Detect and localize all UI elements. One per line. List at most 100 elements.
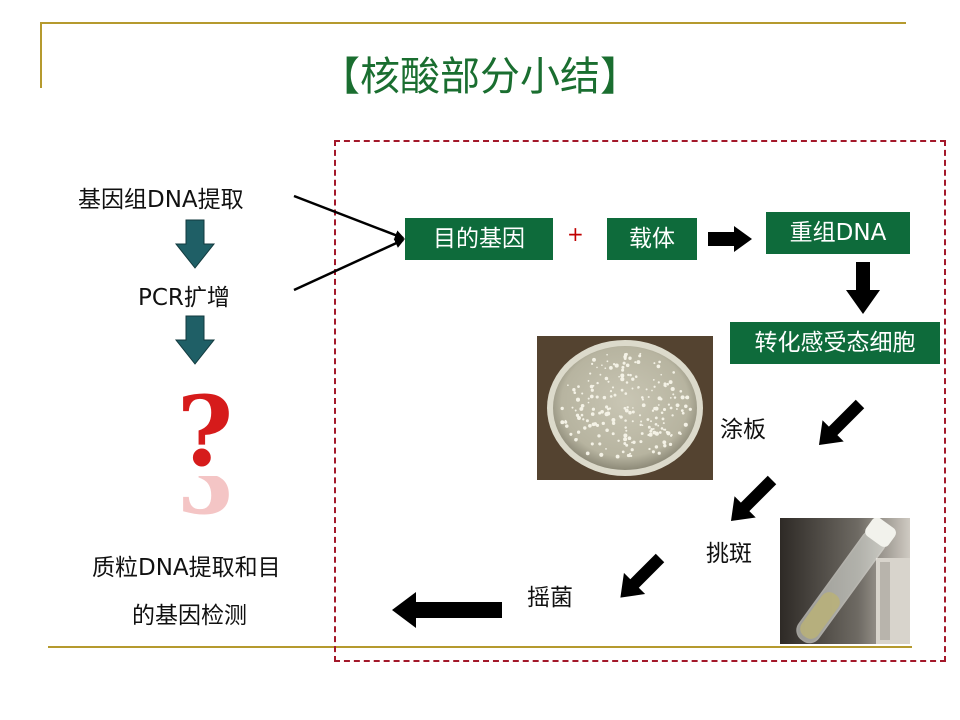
colony-dot — [622, 361, 626, 365]
arrow-genomic-to-target — [293, 194, 405, 240]
colony-dot — [628, 437, 632, 440]
colony-dot — [564, 419, 567, 422]
colony-dot — [595, 423, 600, 427]
colony-dot — [638, 414, 642, 417]
colony-dot — [685, 396, 688, 399]
recombinant-dna-box: 重组DNA — [766, 212, 910, 254]
colony-dot — [646, 418, 650, 421]
colony-dot — [639, 352, 642, 355]
colony-dot — [577, 416, 581, 420]
colony-dot — [652, 430, 657, 435]
colony-dot — [580, 413, 584, 417]
colony-dot — [625, 363, 630, 368]
colony-dot — [668, 442, 673, 447]
colony-dot — [669, 434, 673, 437]
colony-dot — [624, 408, 629, 413]
colony-dot — [576, 430, 581, 434]
colony-dot — [615, 454, 620, 459]
colony-dot — [587, 401, 590, 404]
colony-dot — [611, 432, 615, 436]
colony-dot — [658, 431, 662, 434]
colony-dot — [664, 384, 667, 388]
colony-dot — [592, 384, 595, 387]
colony-dot — [679, 389, 683, 393]
colony-dot — [647, 425, 651, 429]
colony-dot — [609, 366, 613, 370]
colony-dot — [628, 410, 632, 415]
colony-dot — [629, 452, 632, 455]
colony-dot — [654, 422, 658, 426]
colony-dot — [572, 388, 576, 392]
arrow-pcr-to-target — [293, 238, 405, 292]
colony-dot — [583, 426, 587, 430]
colony-dot — [602, 395, 607, 400]
colony-dot — [620, 373, 625, 378]
colony-dot — [627, 373, 630, 377]
colony-dot — [585, 419, 589, 423]
colony-dot — [595, 395, 599, 399]
colony-dot — [571, 406, 574, 409]
colony-dot — [632, 440, 636, 444]
colony-dot — [663, 382, 667, 386]
colony-dot — [629, 454, 633, 458]
colony-dot — [657, 381, 660, 384]
colony-dot — [631, 441, 633, 444]
colony-dot — [575, 413, 580, 417]
colony-dot — [588, 423, 592, 428]
colony-dot — [620, 377, 625, 382]
colony-dot — [624, 426, 627, 429]
shaking-label: 摇菌 — [527, 585, 573, 611]
colony-dot — [596, 381, 599, 385]
colony-dot — [605, 405, 609, 409]
colony-dot — [634, 375, 638, 378]
colony-dot — [656, 364, 661, 369]
colony-dot — [630, 448, 634, 452]
colony-dot — [607, 380, 610, 383]
colony-dot — [683, 422, 688, 427]
colony-dot — [653, 362, 656, 365]
colony-dot — [679, 432, 682, 436]
colony-dot — [673, 396, 677, 399]
colony-dot — [654, 406, 659, 411]
colony-dot — [605, 448, 607, 450]
colony-dot — [585, 451, 590, 456]
plasmid-extraction-label-line2: 的基因检测 — [132, 603, 247, 629]
colony-dot — [577, 385, 580, 388]
colony-dot — [560, 420, 565, 425]
arrow-picking-to-shaking — [620, 553, 665, 598]
colony-dot — [663, 444, 667, 448]
colony-dot — [600, 409, 604, 414]
colony-dot — [589, 394, 594, 399]
colony-dot — [620, 388, 624, 392]
colony-dot — [604, 376, 609, 381]
colony-dot — [580, 403, 585, 408]
colony-dot — [589, 372, 592, 375]
colony-dot — [596, 366, 598, 369]
colony-dot — [631, 387, 634, 390]
colony-dot — [657, 424, 660, 427]
colony-dot — [663, 428, 667, 431]
colony-dot — [591, 422, 596, 427]
colony-dot — [625, 443, 629, 447]
arrow-recombinant-to-transform — [846, 262, 880, 314]
colony-dot — [598, 442, 602, 446]
colony-dot — [631, 410, 635, 414]
colony-dot — [626, 453, 631, 458]
colony-dot — [590, 388, 594, 392]
colony-dot — [618, 415, 621, 417]
colony-dot — [579, 407, 583, 411]
culture-tube-photo — [780, 518, 910, 644]
arrow-shaking-to-plasmid — [392, 592, 502, 628]
arrow-plating-to-picking — [730, 475, 777, 522]
colony-dot — [609, 395, 613, 398]
colony-dot — [648, 447, 651, 451]
colony-dot — [651, 409, 655, 412]
colony-dot — [654, 445, 659, 449]
colony-dot — [617, 439, 620, 443]
teal-down-arrow-icon-2 — [174, 315, 216, 365]
plating-label: 涂板 — [720, 417, 766, 443]
colony-dot — [587, 397, 590, 400]
colony-dot — [591, 407, 596, 411]
colony-dot — [672, 371, 675, 374]
